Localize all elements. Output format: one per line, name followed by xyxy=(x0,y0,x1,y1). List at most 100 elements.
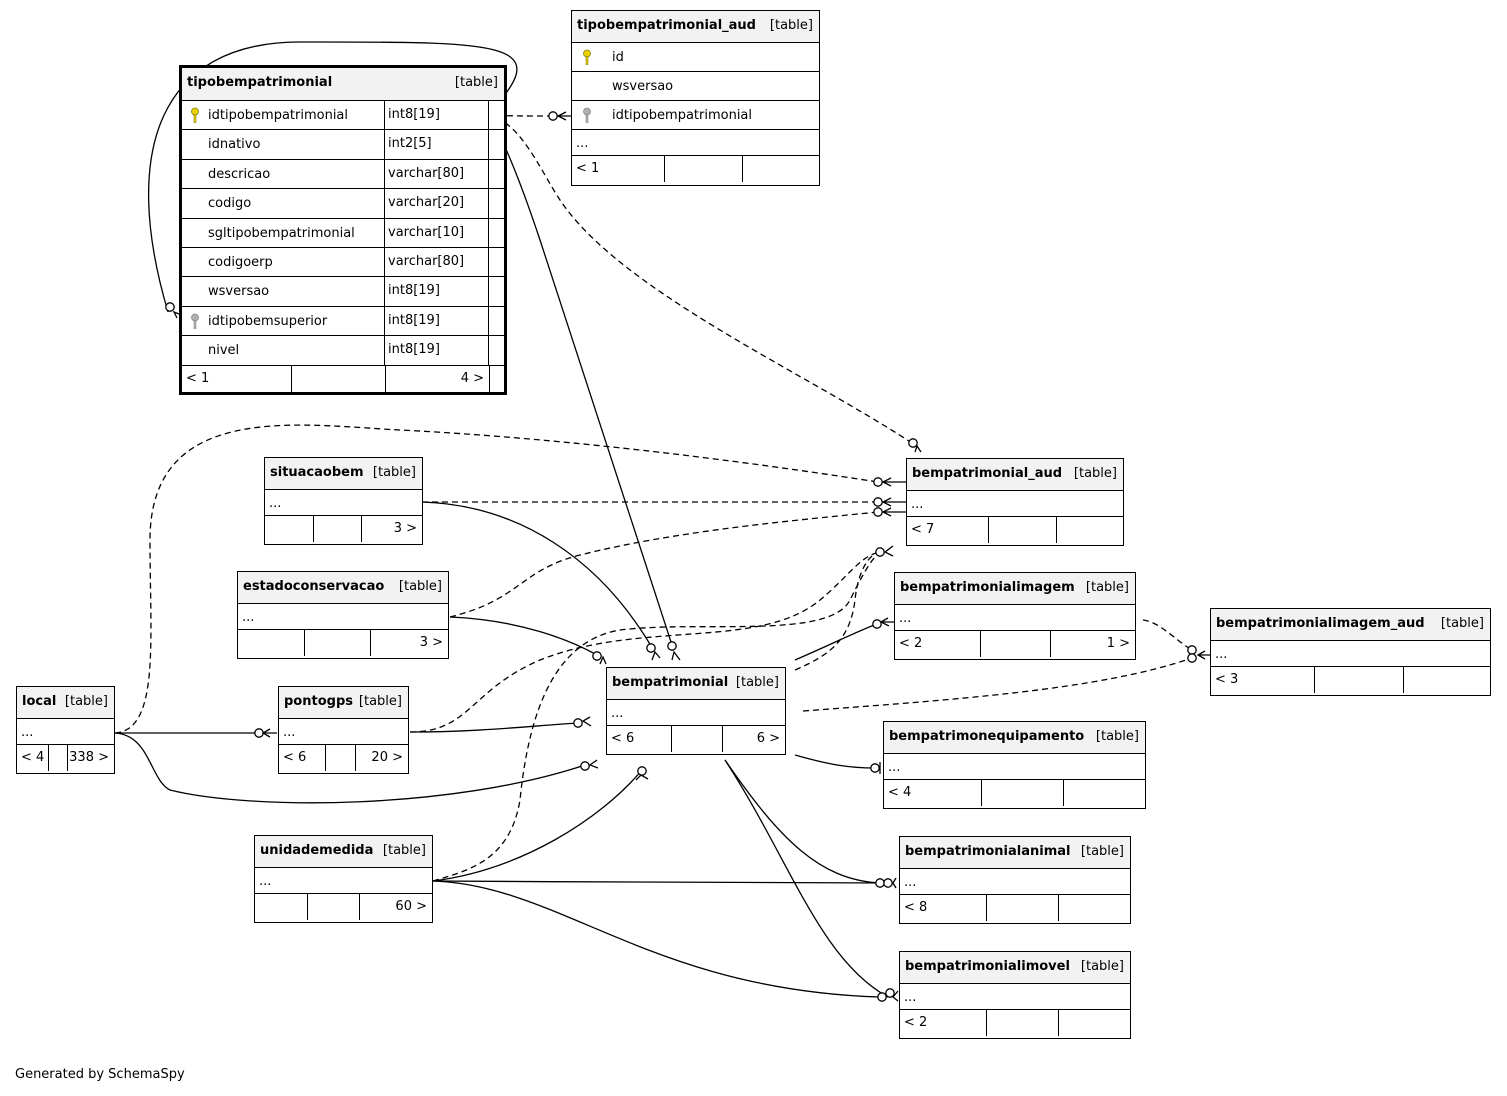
table-header: pontogps [table] xyxy=(279,687,408,719)
table-tipobempatrimonial-aud[interactable]: tipobempatrimonial_aud [table] id wsversa… xyxy=(571,10,820,186)
parents-count[interactable]: < 4 xyxy=(21,750,45,765)
column-extra xyxy=(488,306,506,336)
column-name: idnativo xyxy=(208,137,261,153)
table-bempatrimonial-aud[interactable]: bempatrimonial_aud[table] ... < 7 xyxy=(906,458,1124,546)
table-type-label: [table] xyxy=(769,18,813,33)
edge-estado-bem xyxy=(449,616,598,656)
column-extra xyxy=(488,277,506,306)
more-columns: ... xyxy=(265,490,422,516)
column-name: id xyxy=(612,50,624,65)
column-type: int8[19] xyxy=(384,277,488,306)
column-extra xyxy=(488,247,506,277)
edge-unidade-bemaud xyxy=(432,551,881,882)
table-bempatrimonialimagem[interactable]: bempatrimonialimagem[table] ... < 2 1 > xyxy=(894,572,1136,660)
table-footer: < 1 4 > xyxy=(182,365,504,392)
children-count[interactable]: 4 > xyxy=(460,370,484,386)
edge-bem-equipamento xyxy=(794,754,876,769)
table-bempatrimonialimagem-aud[interactable]: bempatrimonialimagem_aud[table] ... < 3 xyxy=(1210,608,1491,696)
table-name: bempatrimonialanimal xyxy=(905,844,1071,859)
table-header: bempatrimonialanimal[table] xyxy=(900,837,1130,869)
table-name: pontogps xyxy=(284,694,353,709)
column-row[interactable]: id xyxy=(572,43,819,72)
table-bempatrimonialimovel[interactable]: bempatrimonialimovel[table] ... < 2 xyxy=(899,951,1131,1039)
column-extra xyxy=(488,189,506,218)
table-header: tipobempatrimonial [table] xyxy=(182,68,504,101)
table-header: bempatrimonialimovel [table] xyxy=(900,952,1130,984)
table-type-label: [table] xyxy=(382,843,426,858)
edge-unidade-imovel xyxy=(432,880,881,998)
parents-count[interactable]: < 6 xyxy=(283,750,307,765)
column-name: descricao xyxy=(208,166,271,182)
table-unidademedida[interactable]: unidademedida[table] ... 60 > xyxy=(254,835,433,923)
table-local[interactable]: local[table] ... < 4 338 > xyxy=(16,686,115,774)
edge-tipobem-bem xyxy=(486,114,673,646)
parents-count[interactable]: < 1 xyxy=(186,370,210,386)
table-header: unidademedida [table] xyxy=(255,836,432,868)
column-name: wsversao xyxy=(612,79,674,94)
table-header: bempatrimonialimagem[table] xyxy=(895,573,1135,605)
table-name: bempatrimonial_aud xyxy=(912,466,1063,481)
table-footer: < 2 xyxy=(900,1010,1130,1036)
edge-unidade-animal xyxy=(432,880,889,884)
parents-count[interactable]: < 1 xyxy=(576,161,600,176)
table-name: bempatrimonialimovel xyxy=(905,959,1070,974)
column-name: idtipobempatrimonial xyxy=(208,108,349,123)
parents-count[interactable]: < 8 xyxy=(904,900,928,915)
table-name: local xyxy=(22,694,57,709)
edge-bem-bemaud xyxy=(794,551,881,671)
parents-count[interactable]: < 3 xyxy=(1215,672,1239,687)
children-count[interactable]: 1 > xyxy=(1106,636,1130,651)
table-type-label: [table] xyxy=(358,694,402,709)
edge-unidade-bem xyxy=(432,769,643,882)
table-header: local[table] xyxy=(17,687,114,719)
column-extra xyxy=(488,159,506,189)
table-bempatrimonialanimal[interactable]: bempatrimonialanimal[table] ... < 8 xyxy=(899,836,1131,924)
table-name: bempatrimonial xyxy=(612,675,729,690)
table-name: situacaobem xyxy=(270,465,364,480)
table-bempatrimonequipamento[interactable]: bempatrimonequipamento[table] ... < 4 xyxy=(883,721,1146,809)
table-header: bempatrimonial_aud[table] xyxy=(907,459,1123,491)
edge-bem-animal xyxy=(724,759,881,884)
table-footer: 3 > xyxy=(238,630,448,656)
column-row[interactable]: idtipobempatrimonial xyxy=(572,101,819,130)
children-count[interactable]: 6 > xyxy=(756,731,780,746)
table-type-label: [table] xyxy=(1440,616,1484,631)
children-count[interactable]: 60 > xyxy=(395,899,427,914)
table-estadoconservacao[interactable]: estadoconservacao[table] ... 3 > xyxy=(237,571,449,659)
children-count[interactable]: 20 > xyxy=(371,750,403,765)
parents-count[interactable]: < 2 xyxy=(899,636,923,651)
children-count[interactable]: 338 > xyxy=(69,750,109,765)
foreign-key-icon xyxy=(582,107,592,123)
more-columns: ... xyxy=(279,719,408,745)
table-type-label: [table] xyxy=(1080,959,1124,974)
more-columns: ... xyxy=(1211,641,1490,667)
more-columns: ... xyxy=(17,719,114,745)
table-tipobempatrimonial[interactable]: tipobempatrimonial [table] idtipobempatr… xyxy=(179,65,507,395)
parents-count[interactable]: < 2 xyxy=(904,1015,928,1030)
table-header: tipobempatrimonial_aud [table] xyxy=(572,11,819,43)
primary-key-icon xyxy=(190,107,200,123)
table-footer: < 7 xyxy=(907,517,1123,543)
parents-count[interactable]: < 7 xyxy=(911,522,935,537)
table-footer: < 6 6 > xyxy=(607,726,785,752)
parents-count[interactable]: < 4 xyxy=(888,785,912,800)
parents-count[interactable]: < 6 xyxy=(611,731,635,746)
table-situacaobem[interactable]: situacaobem[table] ... 3 > xyxy=(264,457,423,545)
edge-bem-imovel xyxy=(724,759,889,998)
children-count[interactable]: 3 > xyxy=(393,521,417,536)
column-row[interactable]: wsversao xyxy=(572,72,819,101)
table-bempatrimonial[interactable]: bempatrimonial[table] ... < 6 6 > xyxy=(606,667,786,755)
table-name: unidademedida xyxy=(260,843,374,858)
children-count[interactable]: 3 > xyxy=(419,635,443,650)
table-pontogps[interactable]: pontogps [table] ... < 6 20 > xyxy=(278,686,409,774)
